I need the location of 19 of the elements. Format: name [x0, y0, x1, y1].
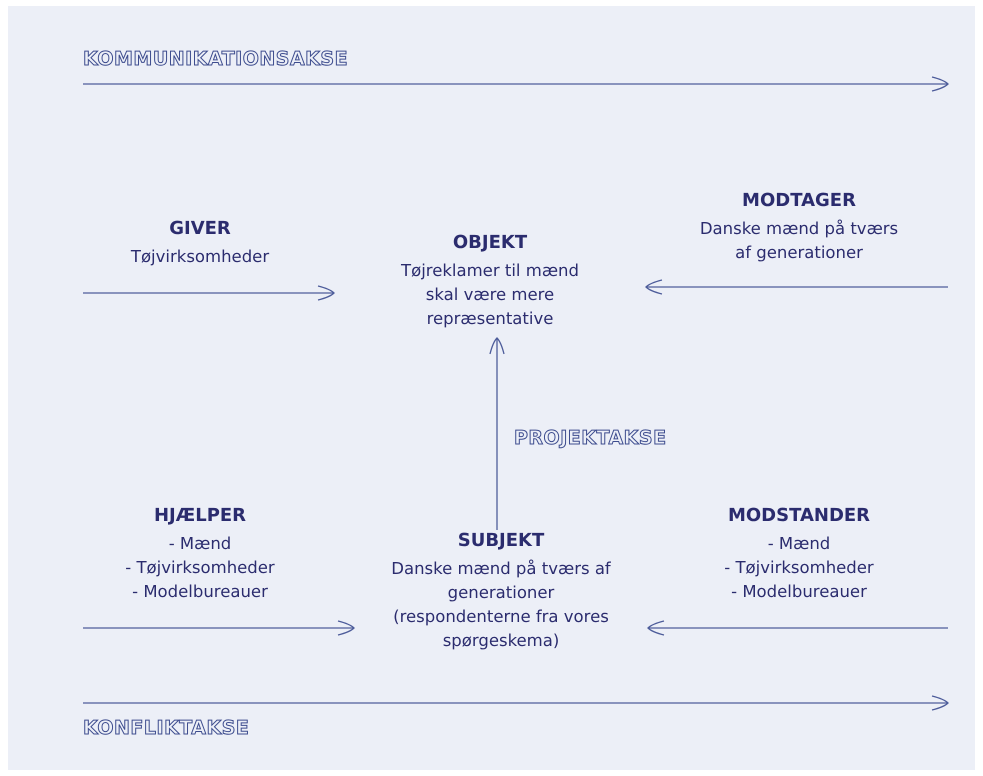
role-description: - Tøjvirksomheder — [124, 557, 276, 579]
axis-label: KOMMUNIKATIONSAKSE — [83, 48, 348, 70]
role-description: Tøjreklamer til mænd skal være mere repræsentative — [400, 260, 580, 330]
role-description: Danske mænd på tværs af generationer (respondenterne fra vores spørgeskema) — [390, 558, 612, 652]
role-description: - Modelbureauer — [131, 581, 269, 603]
role-heading: GIVER — [169, 218, 231, 239]
role-description: Tøjvirksomheder — [130, 246, 270, 268]
role-description: Danske mænd på tværs af generationer — [698, 218, 900, 264]
role-description: - Mænd — [168, 533, 232, 555]
axis-label: PROJEKTAKSE — [514, 427, 667, 449]
role-heading: MODSTANDER — [728, 505, 870, 526]
role-heading: SUBJEKT — [458, 530, 544, 551]
axis-label: KONFLIKTAKSE — [83, 717, 250, 739]
role-heading: OBJEKT — [452, 232, 528, 253]
role-description: - Mænd — [766, 533, 832, 555]
role-heading: MODTAGER — [742, 190, 856, 211]
role-description: - Modelbureauer — [730, 581, 868, 603]
role-heading: HJÆLPER — [154, 505, 246, 526]
role-description: - Tøjvirksomheder — [723, 557, 875, 579]
